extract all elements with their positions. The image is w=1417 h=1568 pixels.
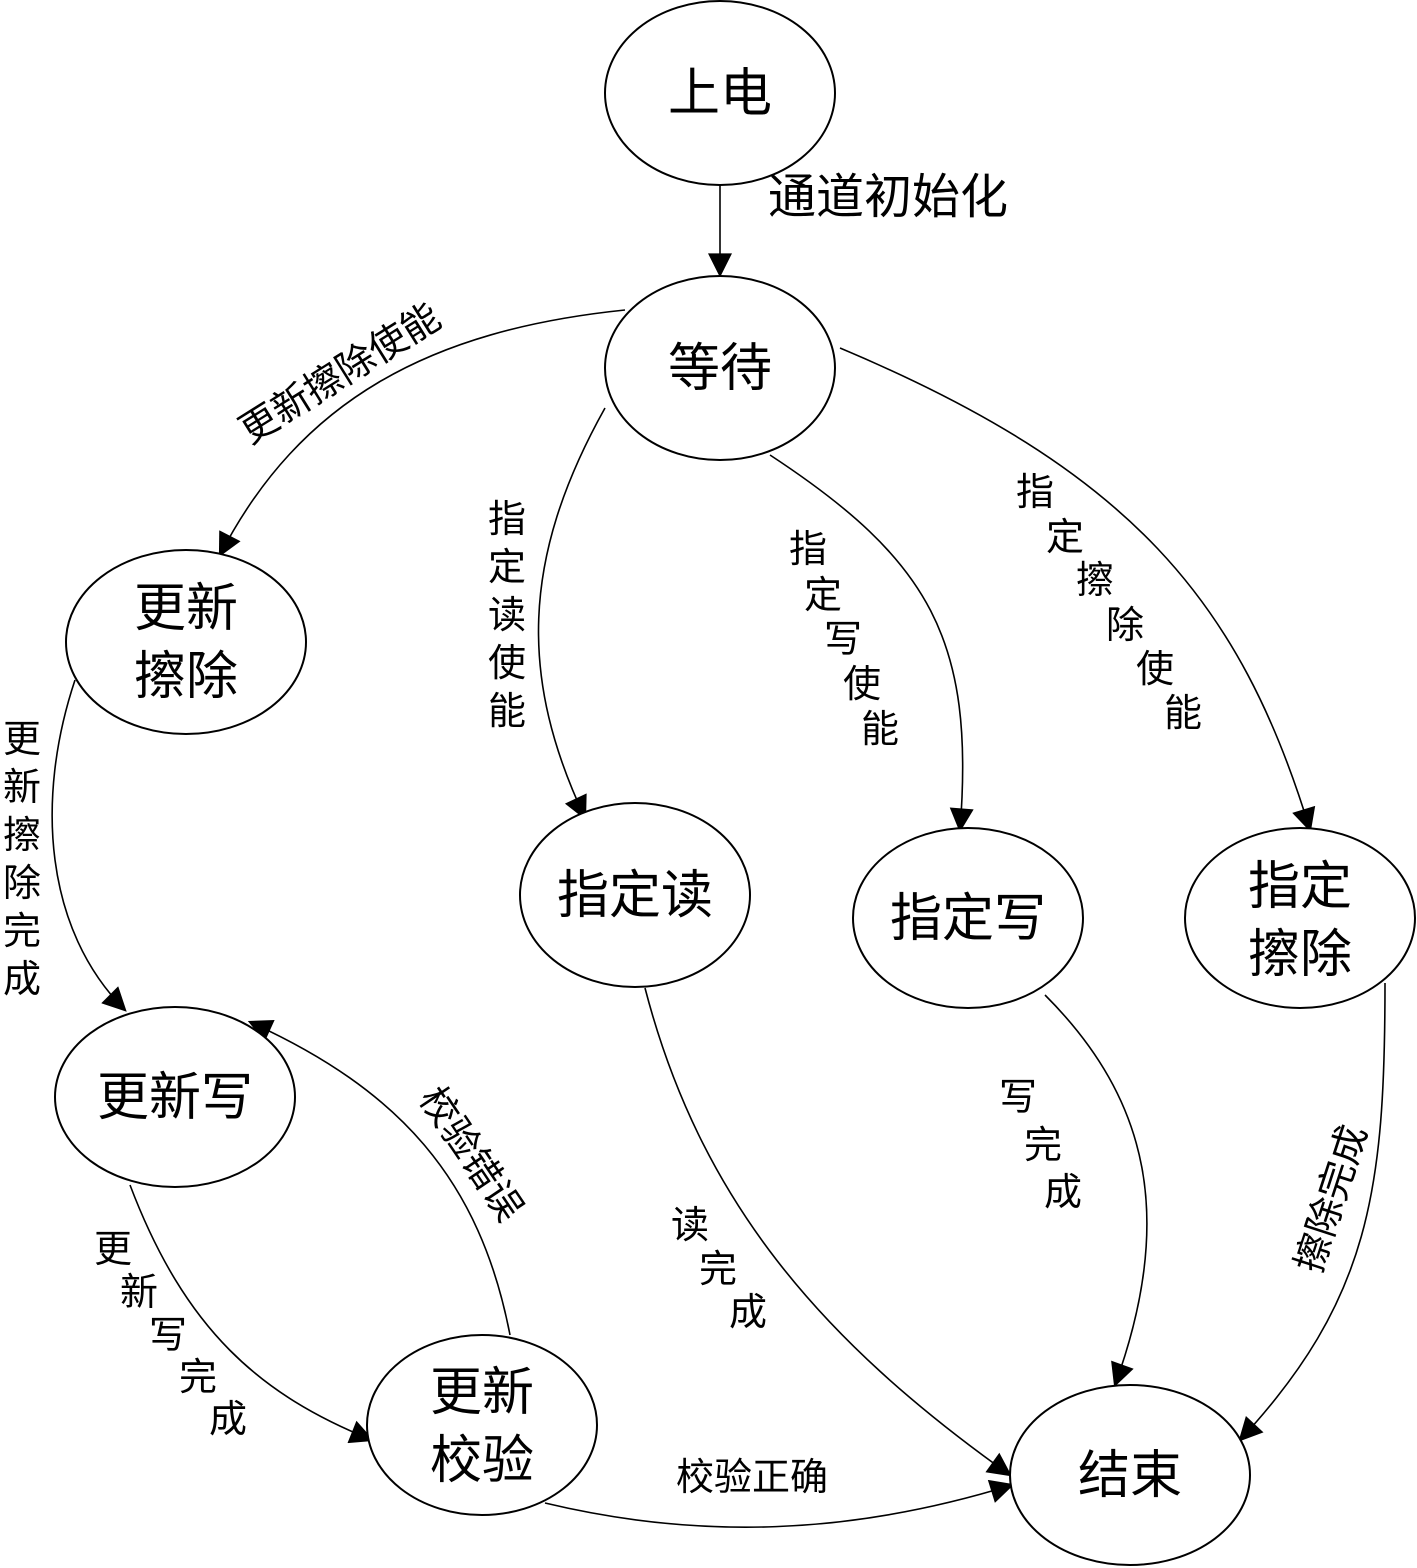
svg-text:能: 能 xyxy=(1164,691,1202,735)
svg-text:成: 成 xyxy=(3,957,41,1001)
node-update-erase-line2: 擦除 xyxy=(134,647,238,707)
svg-text:指: 指 xyxy=(488,497,526,541)
svg-text:使: 使 xyxy=(843,662,881,706)
svg-text:完: 完 xyxy=(699,1247,737,1291)
svg-text:除: 除 xyxy=(3,861,41,905)
edge-erase-done xyxy=(1238,982,1386,1442)
label-verify-error: 校验错误 xyxy=(411,1078,532,1229)
svg-text:擦: 擦 xyxy=(3,813,41,857)
edge-update-erase-enable xyxy=(218,309,626,558)
label-read-done: 读 完 成 xyxy=(671,1203,767,1334)
svg-text:完: 完 xyxy=(3,909,41,953)
svg-text:指: 指 xyxy=(789,527,827,571)
svg-text:使: 使 xyxy=(1136,647,1174,691)
label-write-done: 写 完 成 xyxy=(999,1075,1082,1214)
node-end xyxy=(1009,1384,1251,1566)
svg-text:写: 写 xyxy=(999,1075,1037,1119)
node-erase xyxy=(1184,827,1416,1009)
svg-text:新: 新 xyxy=(120,1270,158,1314)
edge-update-erase-done xyxy=(51,679,127,1012)
node-update-erase-line1: 更新 xyxy=(134,579,238,639)
node-read xyxy=(519,802,751,988)
svg-text:完: 完 xyxy=(1024,1123,1062,1167)
svg-text:使: 使 xyxy=(488,641,526,685)
svg-text:新: 新 xyxy=(3,765,41,809)
label-update-write-done: 更 新 写 完 成 xyxy=(94,1227,247,1441)
node-end-label: 结束 xyxy=(1078,1446,1182,1506)
label-verify-ok: 校验正确 xyxy=(676,1455,828,1499)
svg-text:完: 完 xyxy=(179,1355,217,1399)
node-update-erase xyxy=(65,549,307,735)
svg-text:更: 更 xyxy=(94,1227,132,1271)
edge-update-write-done xyxy=(129,1184,375,1444)
svg-text:读: 读 xyxy=(671,1203,709,1247)
node-write-label: 指定写 xyxy=(890,889,1046,949)
node-write xyxy=(852,827,1084,1009)
svg-text:读: 读 xyxy=(488,593,526,637)
node-read-label: 指定读 xyxy=(557,866,713,926)
svg-text:除: 除 xyxy=(1106,603,1144,647)
label-update-erase-done: 更 新 擦 除 完 成 xyxy=(3,717,41,1001)
svg-text:成: 成 xyxy=(209,1397,247,1441)
svg-text:成: 成 xyxy=(1044,1170,1082,1214)
node-erase-line1: 指定 xyxy=(1248,857,1352,917)
edges xyxy=(51,185,1386,1528)
node-erase-line2: 擦除 xyxy=(1248,925,1352,985)
edge-write-done xyxy=(1044,994,1148,1388)
edge-read-done xyxy=(644,987,1012,1477)
label-read-enable: 指 定 读 使 能 xyxy=(488,497,526,733)
edge-erase-enable xyxy=(839,347,1316,833)
svg-text:定: 定 xyxy=(804,573,842,617)
nodes: 上电 等待 更新 擦除 指定读 指定写 指定 擦除 更新写 更新 校验 结束 xyxy=(54,0,1416,1566)
svg-text:定: 定 xyxy=(488,545,526,589)
svg-text:写: 写 xyxy=(149,1313,187,1357)
svg-text:成: 成 xyxy=(729,1290,767,1334)
svg-text:指: 指 xyxy=(1016,470,1054,514)
svg-text:定: 定 xyxy=(1046,515,1084,559)
node-update-write-label: 更新写 xyxy=(97,1068,253,1128)
label-init: 通道初始化 xyxy=(768,169,1008,225)
node-power-on xyxy=(604,0,836,186)
node-update-verify-line1: 更新 xyxy=(430,1363,534,1423)
node-update-verify xyxy=(366,1334,598,1516)
label-erase-enable: 指 定 擦 除 使 能 xyxy=(1016,470,1202,735)
node-update-verify-line2: 校验 xyxy=(430,1431,534,1491)
svg-text:更: 更 xyxy=(3,717,41,761)
node-wait-label: 等待 xyxy=(668,339,772,399)
svg-text:能: 能 xyxy=(488,689,526,733)
label-erase-done: 擦除完成 xyxy=(1287,1120,1376,1278)
label-update-erase-enable: 更新擦除使能 xyxy=(231,294,448,452)
edge-verify-error xyxy=(247,1019,511,1336)
edge-verify-ok xyxy=(544,1479,1015,1528)
edge-write-enable xyxy=(769,454,974,833)
svg-text:擦: 擦 xyxy=(1076,558,1114,602)
label-write-enable: 指 定 写 使 能 xyxy=(789,527,899,751)
edge-read-enable xyxy=(537,407,606,821)
svg-text:写: 写 xyxy=(824,617,862,661)
node-update-write xyxy=(54,1006,296,1188)
node-power-on-label: 上电 xyxy=(668,64,772,124)
node-wait xyxy=(604,275,836,461)
svg-text:能: 能 xyxy=(861,707,899,751)
